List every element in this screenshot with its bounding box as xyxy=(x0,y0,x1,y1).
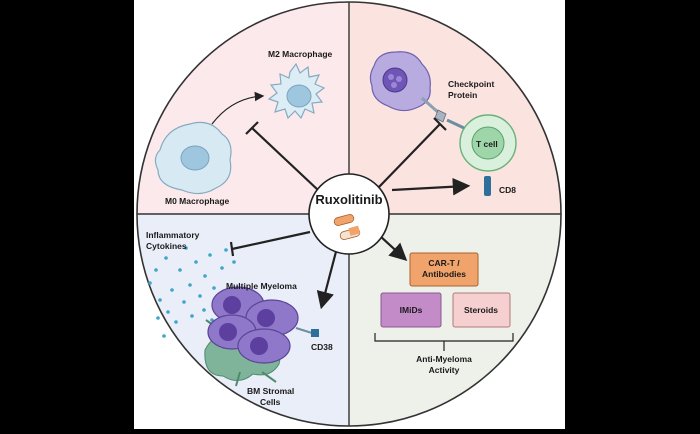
m2-macrophage-label: M2 Macrophage xyxy=(268,49,333,59)
bracket xyxy=(374,333,514,351)
cart-label-line1: CAR-T / xyxy=(428,258,460,268)
enhance-cart-arrow xyxy=(379,235,408,261)
imids-label: IMiDs xyxy=(400,305,423,315)
steroids-box xyxy=(452,292,511,328)
inhibit-checkpoint-bar xyxy=(433,117,447,131)
m0-to-m2-arrow xyxy=(211,91,265,125)
inhibit-myeloma-arrow xyxy=(316,243,340,310)
stromal-label-line2: Cells xyxy=(260,397,281,407)
cd8-label: CD8 xyxy=(499,185,516,195)
inhibit-m2-line xyxy=(251,127,319,191)
checkpoint-receptor xyxy=(446,118,465,130)
ruxolitinib-title: Ruxolitinib xyxy=(315,192,382,207)
checkpoint-label-line1: Checkpoint xyxy=(448,79,494,89)
inhibit-checkpoint-line xyxy=(377,123,441,189)
cart-label-line2: Antibodies xyxy=(422,269,466,279)
t-cell-label: T cell xyxy=(476,139,498,149)
m0-macrophage-label: M0 Macrophage xyxy=(165,196,230,206)
pill-icon xyxy=(333,214,361,240)
cd8-receptor xyxy=(484,176,491,196)
cart-antibodies-box xyxy=(409,252,479,287)
activate-cd8-arrow xyxy=(391,177,471,196)
m2-macrophage xyxy=(267,62,326,120)
anti-myeloma-label-line1: Anti-Myeloma xyxy=(416,354,472,364)
imids-box xyxy=(380,292,442,328)
cd38-receptor xyxy=(311,329,319,337)
t-cell xyxy=(446,114,517,196)
m0-macrophage xyxy=(154,121,232,195)
center-connectors xyxy=(229,117,471,310)
cd38-stalk xyxy=(295,327,313,334)
anti-myeloma-label-line2: Activity xyxy=(429,365,460,375)
steroids-label: Steroids xyxy=(464,305,498,315)
ruxolitinib-node xyxy=(308,173,390,255)
multiple-myeloma-label: Multiple Myeloma xyxy=(226,281,297,291)
cytokines-label-line2: Cytokines xyxy=(146,241,187,251)
multiple-myeloma-cells xyxy=(207,286,319,364)
cytokines-label-line1: Inflammatory xyxy=(146,230,200,240)
inhibit-m2-bar xyxy=(245,121,259,135)
cd38-label: CD38 xyxy=(311,342,333,352)
tumor-cell-checkpoint xyxy=(369,51,447,123)
stromal-label-line1: BM Stromal xyxy=(247,386,294,396)
inhibit-cytokines-bar xyxy=(229,241,235,257)
checkpoint-ligand xyxy=(421,96,441,116)
inhibit-cytokines-line xyxy=(231,230,311,251)
checkpoint-label-line2: Protein xyxy=(448,90,477,100)
